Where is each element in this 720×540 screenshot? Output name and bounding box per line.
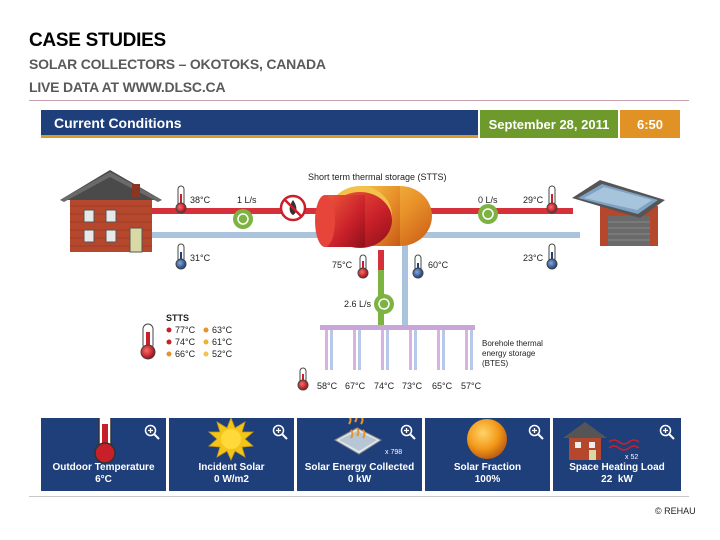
borehole-temp-5: 57°C bbox=[461, 381, 482, 391]
tile-value: 100% bbox=[474, 474, 501, 485]
legend-dot bbox=[203, 339, 209, 345]
footer-divider bbox=[29, 496, 689, 497]
thermometer-icon bbox=[94, 418, 116, 464]
pump-left-icon bbox=[233, 209, 253, 229]
tile-value: 0 kW bbox=[347, 474, 372, 485]
sun-icon bbox=[207, 418, 255, 461]
zoom-in-icon[interactable] bbox=[272, 424, 288, 440]
stts-out-temp: 75°C bbox=[332, 260, 353, 270]
tile-solar-fraction[interactable]: Solar Fraction 100% bbox=[425, 418, 550, 491]
thermometer-stts-out-icon bbox=[357, 254, 369, 279]
stts-legend-col1-2: 66°C bbox=[175, 349, 196, 359]
btes-flow: 2.6 L/s bbox=[344, 299, 372, 309]
legend-dot bbox=[203, 351, 209, 357]
time-badge: 6:50 bbox=[620, 110, 680, 138]
house-icon bbox=[60, 170, 162, 253]
stts-label: Short term thermal storage (STTS) bbox=[308, 172, 447, 182]
tile-solar-energy-collected[interactable]: x 798 Solar Energy Collected 0 kW bbox=[297, 418, 422, 491]
sphere-icon bbox=[467, 419, 507, 459]
borehole-temp-0: 58°C bbox=[317, 381, 338, 391]
tile-value: 6°C bbox=[95, 474, 112, 485]
stts-legend-col2-0: 63°C bbox=[212, 325, 233, 335]
borehole-temp-4: 65°C bbox=[432, 381, 453, 391]
current-conditions-label: Current Conditions bbox=[54, 114, 182, 131]
stts-legend-title: STTS bbox=[166, 313, 189, 323]
tile-incident-solar[interactable]: Incident Solar 0 W/m2 bbox=[169, 418, 294, 491]
tile-value: 0 W/m2 bbox=[213, 474, 249, 485]
btes-label-line3: (BTES) bbox=[482, 359, 509, 368]
right-flow: 0 L/s bbox=[478, 195, 498, 205]
garage-collector-icon bbox=[572, 180, 665, 246]
tile-name: Solar Fraction bbox=[453, 462, 522, 473]
zoom-in-icon[interactable] bbox=[400, 424, 416, 440]
date-badge: September 28, 2011 bbox=[480, 110, 618, 138]
legend-dot bbox=[166, 351, 172, 357]
date-label: September 28, 2011 bbox=[488, 116, 610, 132]
thermometer-hot-left-icon bbox=[175, 185, 187, 214]
no-fire-icon bbox=[279, 194, 307, 222]
left-cold-temp: 31°C bbox=[190, 253, 211, 263]
stts-legend-col1-0: 77°C bbox=[175, 325, 196, 335]
time-label: 6:50 bbox=[636, 116, 664, 132]
thermometer-stts-legend-icon bbox=[140, 323, 156, 360]
house-count-badge: x 52 bbox=[625, 454, 638, 461]
pump-right-icon bbox=[478, 204, 498, 224]
solar-collector-icon: x 798 bbox=[333, 418, 402, 456]
borehole-temp-3: 73°C bbox=[402, 381, 423, 391]
page-title: CASE STUDIES bbox=[29, 30, 166, 51]
metric-tiles: Outdoor Temperature 6°C Incident Solar 0… bbox=[41, 418, 681, 491]
legend-dot bbox=[166, 327, 172, 333]
tile-value: 22 kW bbox=[601, 474, 633, 485]
system-diagram: Short term thermal storage (STTS) 38°C 1… bbox=[60, 170, 665, 391]
copyright-label: © REHAU bbox=[655, 506, 696, 516]
tile-name: Outdoor Temperature bbox=[52, 462, 155, 473]
thermometer-cold-left-icon bbox=[175, 243, 187, 270]
legend-dot bbox=[166, 339, 172, 345]
stts-in-temp: 60°C bbox=[428, 260, 449, 270]
stts-legend-col1-1: 74°C bbox=[175, 337, 196, 347]
left-hot-temp: 38°C bbox=[190, 195, 211, 205]
stts-legend-col2-2: 52°C bbox=[212, 349, 233, 359]
source-line: LIVE DATA AT WWW.DLSC.CA bbox=[29, 79, 226, 95]
legend-dot bbox=[203, 327, 209, 333]
header-divider bbox=[29, 100, 689, 101]
collector-count-badge: x 798 bbox=[385, 449, 402, 456]
stts-tanks bbox=[315, 186, 432, 248]
stts-legend-col2-1: 61°C bbox=[212, 337, 233, 347]
current-conditions-bar: Current Conditions bbox=[41, 110, 478, 138]
zoom-in-icon[interactable] bbox=[528, 424, 544, 440]
borehole-field bbox=[320, 325, 475, 370]
page-subtitle: SOLAR COLLECTORS – OKOTOKS, CANADA bbox=[29, 56, 326, 72]
house-icon: x 52 bbox=[563, 422, 640, 461]
tile-name: Incident Solar bbox=[198, 462, 265, 473]
tile-outdoor-temperature[interactable]: Outdoor Temperature 6°C bbox=[41, 418, 166, 491]
btes-label-line2: energy storage bbox=[482, 349, 536, 358]
zoom-in-icon[interactable] bbox=[659, 424, 675, 440]
tile-space-heating-load[interactable]: x 52 Space Heating Load 22 kW bbox=[553, 418, 681, 491]
tile-name: Space Heating Load bbox=[569, 462, 665, 473]
thermometer-btes-icon bbox=[297, 367, 309, 391]
borehole-temp-2: 74°C bbox=[374, 381, 395, 391]
left-flow: 1 L/s bbox=[237, 195, 257, 205]
borehole-temp-1: 67°C bbox=[345, 381, 366, 391]
right-hot-temp: 29°C bbox=[523, 195, 544, 205]
right-cold-temp: 23°C bbox=[523, 253, 544, 263]
thermometer-cold-right-icon bbox=[546, 243, 558, 270]
thermometer-stts-in-icon bbox=[412, 254, 424, 279]
btes-label-line1: Borehole thermal bbox=[482, 339, 543, 348]
pump-btes-icon bbox=[374, 294, 394, 314]
thermometer-hot-right-icon bbox=[546, 185, 558, 214]
tile-name: Solar Energy Collected bbox=[304, 462, 415, 473]
zoom-in-icon[interactable] bbox=[144, 424, 160, 440]
